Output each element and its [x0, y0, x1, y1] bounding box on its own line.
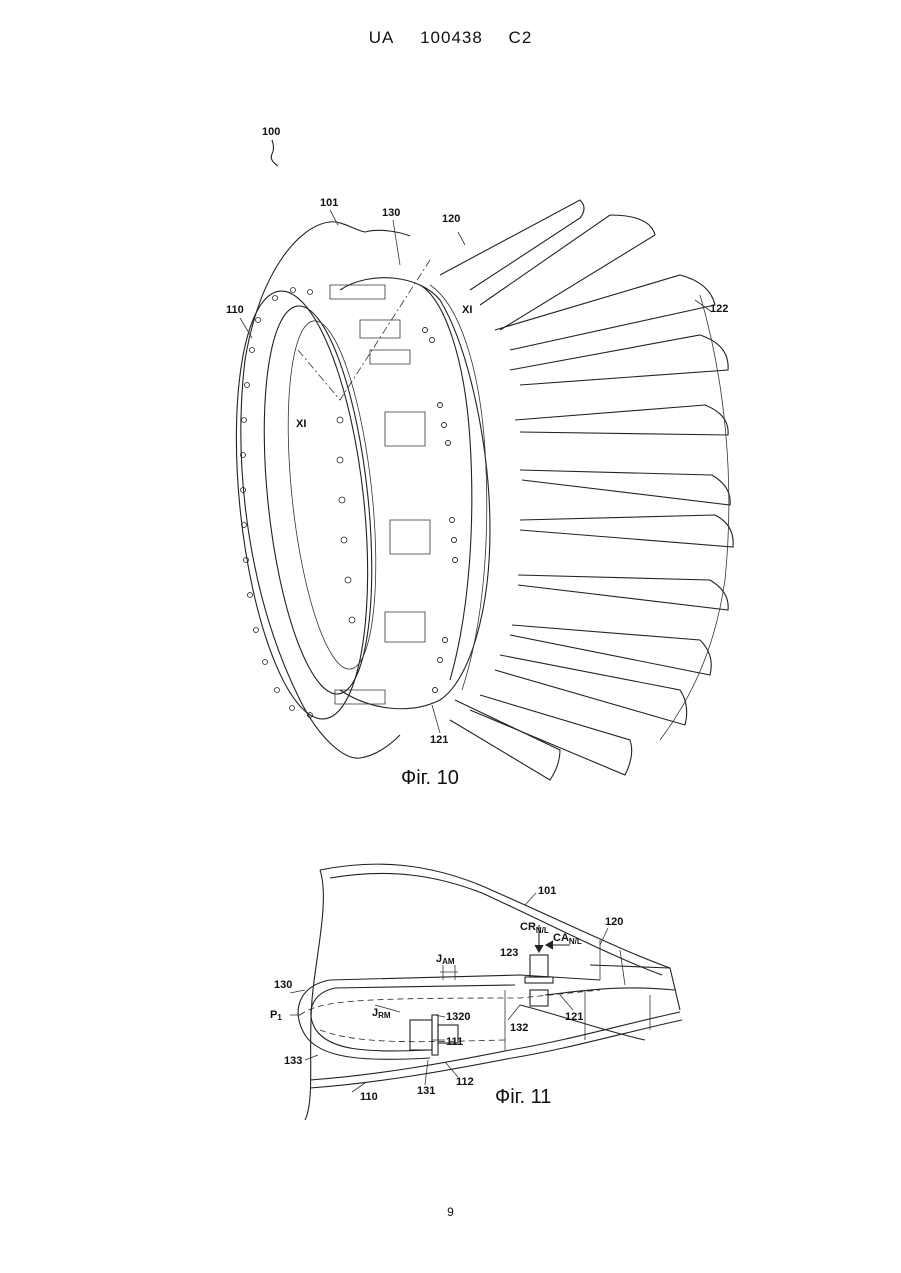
label-jrm: JRM — [372, 1007, 391, 1020]
label-123: 123 — [500, 947, 518, 959]
label-121: 121 — [430, 734, 448, 746]
fig11-casing-inner — [330, 873, 662, 975]
label-110: 110 — [226, 304, 244, 316]
label-100: 100 — [262, 126, 280, 138]
label-1320: 1320 — [446, 1011, 470, 1023]
fig11-liner-110b — [310, 1020, 682, 1088]
fig11-duct-inner — [545, 988, 675, 995]
page-number: 9 — [0, 1205, 901, 1219]
fig11-ring-top — [330, 975, 600, 980]
label-101-f11: 101 — [538, 885, 556, 897]
figure-11-caption: Фіг. 11 — [495, 1086, 551, 1108]
flange-holes — [241, 288, 356, 718]
figure-10-drawing: 100 101 130 120 110 122 XI XI 121 Фіг. 1… — [0, 0, 901, 800]
ring-holes — [423, 328, 458, 693]
label-133: 133 — [284, 1055, 302, 1067]
fig11-casing-outer — [320, 864, 670, 968]
label-120: 120 — [442, 213, 460, 225]
fig11-break-left — [305, 870, 323, 1120]
fig11-flow-path-lower — [320, 1030, 505, 1042]
fig11-ring-130-nose — [298, 980, 430, 1059]
fig11-duct-120 — [590, 965, 680, 1010]
label-112: 112 — [456, 1076, 474, 1088]
leaders-fig11 — [290, 893, 608, 1092]
label-xi-top: XI — [462, 304, 472, 316]
flange-110 — [218, 285, 386, 726]
label-132: 132 — [510, 1022, 528, 1034]
ring-groove — [420, 285, 472, 680]
fig11-gap-jam — [440, 965, 458, 980]
fig11-ring-130-inner — [311, 988, 428, 1051]
label-131: 131 — [417, 1085, 435, 1097]
leader-100 — [271, 140, 278, 166]
fig11-liner-110 — [310, 1012, 680, 1080]
clips — [330, 285, 430, 704]
label-111: 111 — [446, 1036, 463, 1048]
fig11-bolt-123 — [525, 925, 570, 1006]
fig11-ring-top-inner — [335, 985, 515, 988]
label-121-f11: 121 — [565, 1011, 583, 1023]
label-110-f11: 110 — [360, 1091, 378, 1103]
fig11-wall-b — [620, 950, 625, 985]
label-122: 122 — [710, 303, 728, 315]
flange-inner — [248, 301, 388, 699]
outer-casing-101 — [241, 222, 400, 758]
liner-inner — [274, 317, 390, 673]
fig11-bolt-111 — [410, 1015, 458, 1055]
label-120-f11: 120 — [605, 916, 623, 928]
label-cr: CRN/L — [520, 921, 549, 935]
leaders-fig10 — [240, 210, 712, 733]
label-130-f11: 130 — [274, 979, 292, 991]
label-130: 130 — [382, 207, 400, 219]
fig11-flow-path — [300, 990, 600, 1015]
fig11-duct-lower — [520, 1005, 645, 1040]
label-jam: JAM — [436, 953, 455, 966]
outer-casing-top — [330, 222, 410, 236]
label-ca: CAN/L — [553, 932, 582, 946]
label-xi-left: XI — [296, 418, 306, 430]
label-p1: P1 — [270, 1009, 282, 1022]
label-101: 101 — [320, 197, 338, 209]
figure-10-caption: Фіг. 10 — [401, 767, 459, 789]
